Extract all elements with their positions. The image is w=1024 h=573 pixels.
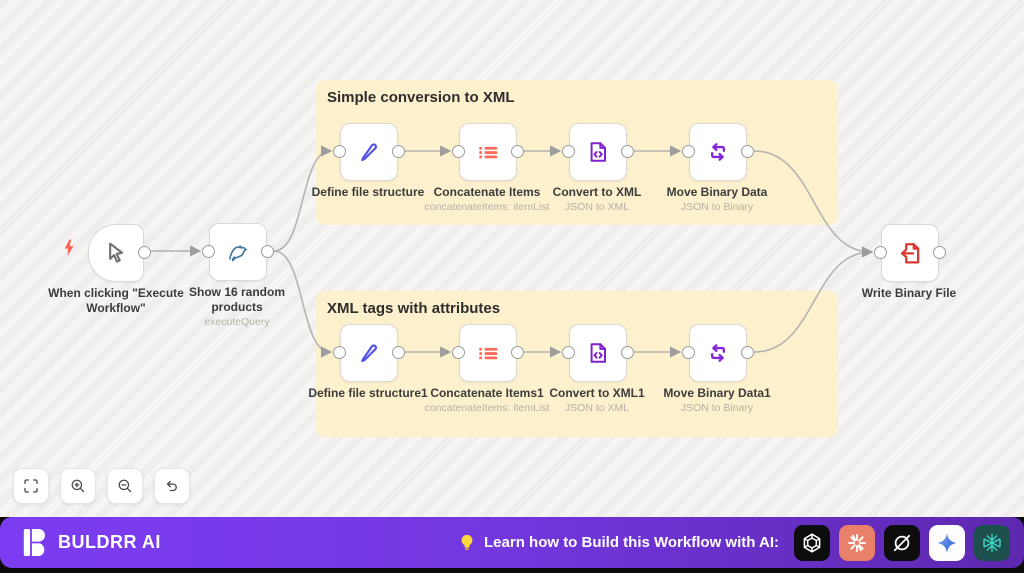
canvas-toolbar	[13, 468, 190, 504]
node-show-16-random-products[interactable]: Show 16 random products executeQuery	[189, 223, 285, 328]
openai-icon[interactable]	[794, 524, 830, 561]
connection[interactable]	[273, 145, 333, 252]
connection[interactable]	[753, 246, 874, 353]
output-port[interactable]	[621, 145, 634, 158]
footer-bar: BULDRR AI Learn how to Build this Workfl…	[0, 517, 1024, 568]
node-convert-to-xml1[interactable]: Convert to XML1 JSON to XML	[549, 324, 645, 414]
brand-name: BULDRR AI	[58, 532, 161, 552]
footer-message: Learn how to Build this Workflow with AI…	[458, 533, 779, 553]
footer-backdrop: BULDRR AI Learn how to Build this Workfl…	[0, 517, 1024, 573]
fit-view-button[interactable]	[13, 468, 49, 504]
node-label: Define file structure	[311, 185, 425, 199]
write-file-icon	[900, 243, 920, 264]
node-execute-workflow-trigger[interactable]: When clicking "Execute Workflow"	[48, 224, 184, 315]
qwen-icon[interactable]	[974, 524, 1010, 561]
lightbulb-icon	[461, 534, 473, 550]
output-port[interactable]	[933, 246, 946, 259]
cursor-icon	[109, 242, 124, 263]
node-define-file-structure1[interactable]: Define file structure1	[308, 324, 428, 400]
xml-file-icon	[590, 142, 606, 162]
ai-icon-row	[794, 524, 1010, 561]
edges-layer	[151, 145, 874, 358]
node-define-file-structure[interactable]: Define file structure	[312, 123, 424, 199]
undo-icon	[166, 480, 177, 492]
connection[interactable]	[753, 150, 874, 258]
node-subtitle: JSON to Binary	[680, 201, 754, 213]
node-subtitle: JSON to XML	[564, 201, 630, 213]
gemini-icon[interactable]	[929, 524, 965, 561]
node-label: Define file structure1	[308, 386, 428, 400]
group-title: Simple conversion to XML	[327, 89, 515, 106]
node-subtitle: concatenateItems: itemList	[424, 402, 550, 414]
node-move-binary-data[interactable]: Move Binary Data JSON to Binary	[667, 123, 767, 213]
input-port[interactable]	[452, 346, 465, 359]
connection[interactable]	[273, 250, 333, 358]
pencil-icon	[361, 143, 377, 162]
output-port[interactable]	[741, 145, 754, 158]
item-list-icon	[479, 347, 498, 360]
node-convert-to-xml[interactable]: Convert to XML JSON to XML	[553, 123, 641, 213]
input-port[interactable]	[333, 346, 346, 359]
zoom-out-icon	[118, 479, 132, 493]
node-move-binary-data1[interactable]: Move Binary Data1 JSON to Binary	[663, 324, 771, 414]
fit-view-icon	[24, 479, 38, 493]
group-title: XML tags with attributes	[327, 300, 501, 317]
node-label: Concatenate Items	[433, 185, 541, 199]
zoom-in-icon	[71, 479, 85, 493]
input-port[interactable]	[202, 245, 215, 258]
output-port[interactable]	[138, 246, 151, 259]
input-port[interactable]	[562, 145, 575, 158]
workflow-canvas[interactable]: Simple conversion to XML XML tags with a…	[0, 0, 1024, 517]
output-port[interactable]	[511, 145, 524, 158]
node-label: Show 16 random products	[188, 285, 286, 314]
node-concatenate-items[interactable]: Concatenate Items concatenateItems: item…	[425, 123, 549, 213]
buldrr-logo-icon	[23, 529, 45, 556]
node-label: When clicking "Execute Workflow"	[48, 286, 184, 315]
node-subtitle: JSON to XML	[564, 402, 630, 414]
node-label: Move Binary Data	[666, 185, 768, 199]
node-subtitle: executeQuery	[204, 316, 270, 328]
undo-button[interactable]	[154, 468, 190, 504]
pencil-icon	[361, 344, 377, 363]
node-label: Move Binary Data1	[663, 386, 771, 400]
circle-slash-icon[interactable]	[884, 524, 920, 561]
input-port[interactable]	[333, 145, 346, 158]
output-port[interactable]	[511, 346, 524, 359]
output-port[interactable]	[621, 346, 634, 359]
input-port[interactable]	[682, 346, 695, 359]
node-label: Write Binary File	[861, 286, 957, 300]
node-label: Concatenate Items1	[430, 386, 544, 400]
item-list-icon	[479, 146, 498, 159]
output-port[interactable]	[741, 346, 754, 359]
zoom-out-button[interactable]	[107, 468, 143, 504]
swap-arrows-icon	[711, 143, 725, 161]
node-write-binary-file[interactable]: Write Binary File	[862, 224, 956, 300]
output-port[interactable]	[392, 145, 405, 158]
node-subtitle: JSON to Binary	[680, 402, 754, 414]
node-concatenate-items1[interactable]: Concatenate Items1 concatenateItems: ite…	[425, 324, 549, 414]
footer-message-text: Learn how to Build this Workflow with AI…	[484, 534, 779, 551]
claude-icon[interactable]	[839, 524, 875, 561]
output-port[interactable]	[261, 245, 274, 258]
swap-arrows-icon	[711, 344, 725, 362]
mysql-icon	[229, 245, 247, 262]
node-label: Convert to XML	[552, 185, 642, 199]
node-label: Convert to XML1	[549, 386, 645, 400]
zoom-in-button[interactable]	[60, 468, 96, 504]
input-port[interactable]	[874, 246, 887, 259]
input-port[interactable]	[452, 145, 465, 158]
node-subtitle: concatenateItems: itemList	[424, 201, 550, 213]
trigger-bolt-icon	[64, 239, 74, 256]
brand[interactable]: BULDRR AI	[22, 527, 161, 558]
output-port[interactable]	[392, 346, 405, 359]
input-port[interactable]	[562, 346, 575, 359]
input-port[interactable]	[682, 145, 695, 158]
xml-file-icon	[590, 343, 606, 363]
